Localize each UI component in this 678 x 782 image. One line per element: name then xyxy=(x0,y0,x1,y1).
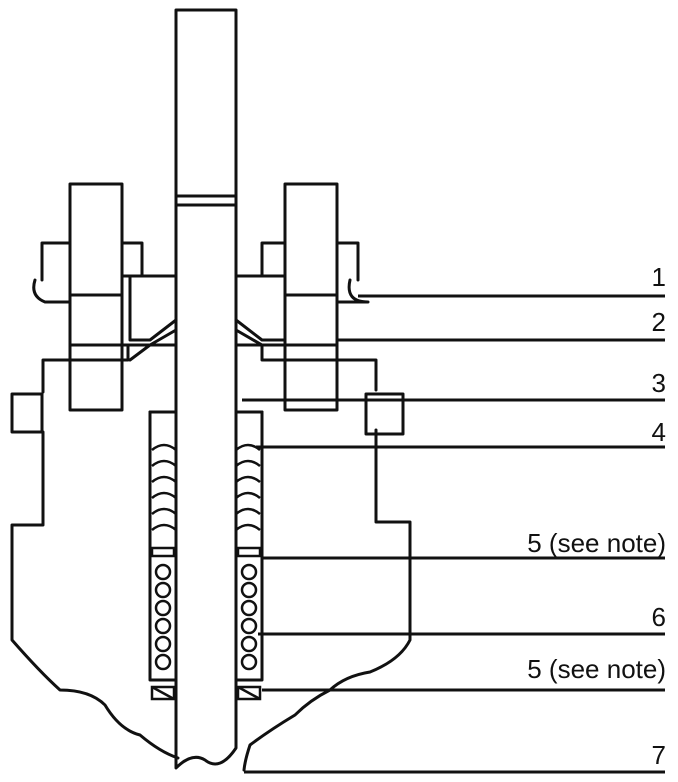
left-nut xyxy=(10,392,44,434)
spacer-ring-top xyxy=(150,546,262,558)
gland-flange-plate xyxy=(120,274,287,347)
left-stud xyxy=(68,182,124,412)
bonnet-body-outline xyxy=(10,343,412,772)
stuffing-box-left-wall xyxy=(148,410,178,682)
callout-labels: 1 2 3 4 5 (see note) 6 5 (see note) 7 xyxy=(527,262,666,770)
callout-5-top: 5 (see note) xyxy=(527,528,666,558)
right-gland-flange xyxy=(260,241,370,304)
valve-stem xyxy=(174,8,238,770)
right-nut xyxy=(364,392,405,436)
gland-follower-taper xyxy=(148,328,264,347)
callout-3: 3 xyxy=(652,368,666,398)
gland-follower xyxy=(128,274,287,342)
right-stud xyxy=(283,182,339,412)
chevron-packing-right xyxy=(235,443,261,531)
callout-5-bottom: 5 (see note) xyxy=(527,654,666,684)
stuffing-box-right-wall xyxy=(234,410,264,682)
chevron-packing-left xyxy=(151,443,177,531)
spring-coils-left xyxy=(154,563,172,671)
callout-6: 6 xyxy=(652,602,666,632)
callout-4: 4 xyxy=(652,417,666,447)
spacer-ring-bottom xyxy=(150,685,262,701)
left-gland-flange xyxy=(32,241,144,304)
callout-2: 2 xyxy=(652,307,666,337)
spring-coils-right xyxy=(240,563,258,671)
callout-1: 1 xyxy=(652,262,666,292)
body-right-shoulder xyxy=(260,343,378,392)
callout-7: 7 xyxy=(652,740,666,770)
